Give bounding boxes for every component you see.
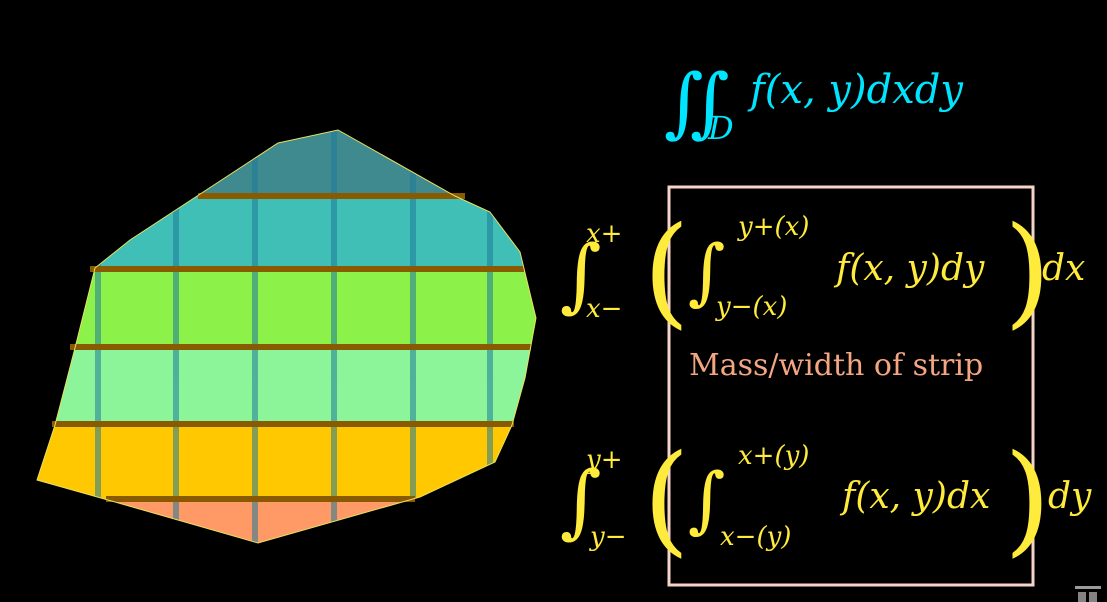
strip-annotation: Mass/width of strip — [689, 348, 983, 383]
double-integrand: f(x, y)dxdy — [747, 67, 964, 113]
band-5 — [37, 424, 536, 499]
x-first-formula: ∫ x+ x− ( ∫ y+(x) y−(x) f(x, y)dy ) dx — [560, 202, 1085, 341]
inner-upper-limit: x+(y) — [738, 441, 809, 471]
integral-sign: ∫ — [664, 57, 704, 146]
inner-integrand: f(x, y)dy — [833, 248, 985, 289]
outer-differential: dx — [1042, 248, 1085, 289]
integral-sign: ∫ — [690, 57, 730, 146]
inner-lower-limit: y−(x) — [715, 292, 787, 322]
strip-dividers — [52, 193, 531, 502]
outer-lower-limit: y− — [589, 522, 626, 552]
right-paren: ) — [1004, 202, 1051, 341]
inner-integrand: f(x, y)dx — [839, 476, 990, 517]
watermark-icon — [1075, 586, 1101, 602]
y-first-formula: ∫ y+ y− ( ∫ x+(y) x−(y) f(x, y)dx ) dy — [560, 430, 1092, 569]
outer-upper-limit: x+ — [586, 219, 622, 249]
inner-lower-limit: x−(y) — [720, 522, 791, 552]
outer-lower-limit: x− — [586, 294, 622, 324]
watermark-bar — [1075, 586, 1101, 589]
left-paren: ( — [643, 430, 690, 569]
outer-integral-sign: ∫ — [560, 228, 602, 321]
outer-integral-sign: ∫ — [560, 454, 602, 547]
inner-integral-sign: ∫ — [688, 229, 726, 313]
region-outline — [36, 129, 537, 544]
watermark-block — [1078, 592, 1086, 602]
band-1 — [37, 130, 536, 196]
band-6 — [37, 499, 536, 543]
double-integral-formula: ∫ ∫ D f(x, y)dxdy — [664, 57, 964, 147]
right-paren: ) — [1004, 430, 1051, 569]
watermark-block — [1089, 592, 1097, 602]
highlight-box — [667, 185, 1035, 587]
band-4 — [37, 347, 536, 424]
region-d — [37, 130, 536, 543]
left-paren: ( — [643, 202, 690, 341]
region-label: D — [707, 109, 734, 147]
band-2 — [37, 196, 536, 269]
outer-differential: dy — [1048, 476, 1092, 517]
inner-integral-sign: ∫ — [688, 457, 726, 541]
band-3 — [37, 269, 536, 347]
outer-upper-limit: y+ — [585, 445, 622, 475]
inner-upper-limit: y+(x) — [737, 212, 809, 242]
